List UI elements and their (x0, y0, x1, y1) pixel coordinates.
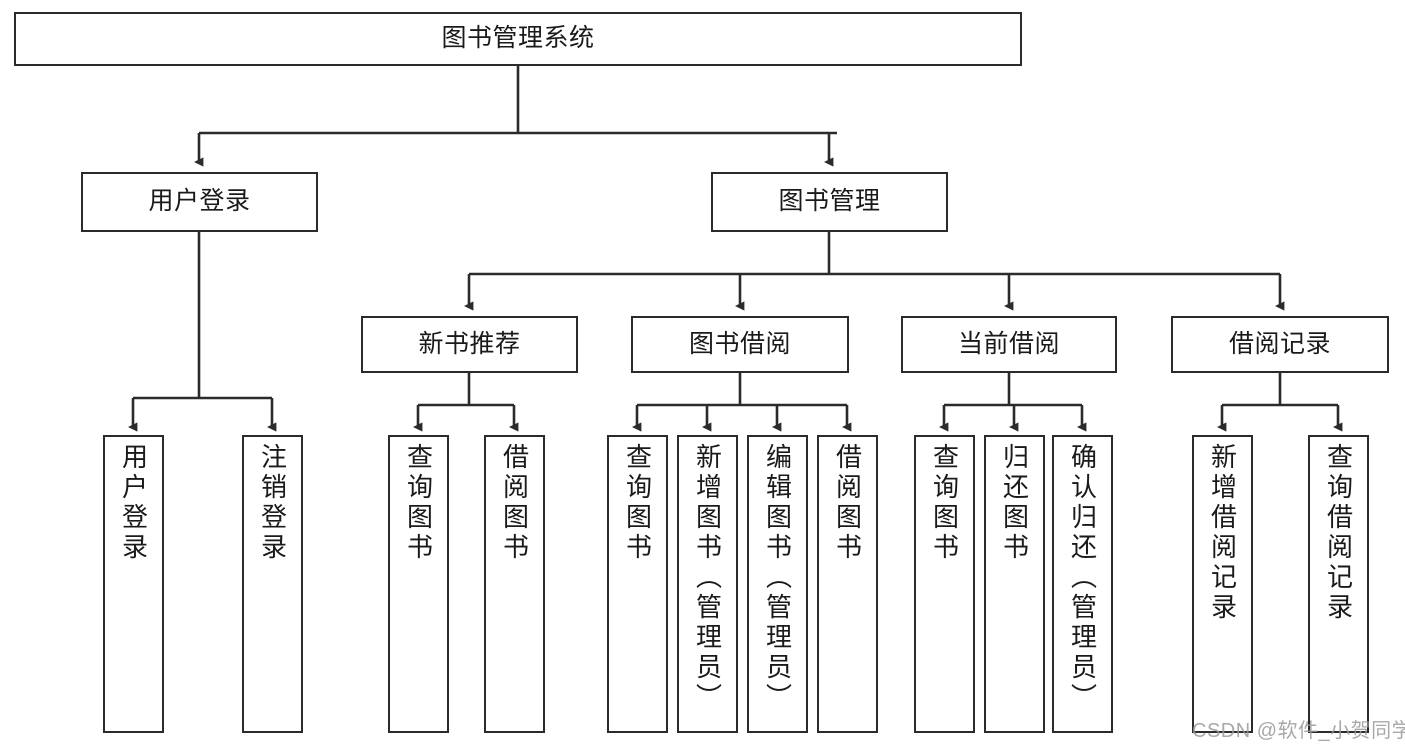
leaf-query-books-borrowing[interactable]: 查询图书 (607, 435, 668, 733)
leaf-add-borrow-record[interactable]: 新增借阅记录 (1192, 435, 1253, 733)
node-label: 借阅图书 (499, 443, 530, 563)
node-book-management[interactable]: 图书管理 (711, 172, 948, 232)
leaf-query-books-current[interactable]: 查询图书 (914, 435, 975, 733)
leaf-query-borrow-record[interactable]: 查询借阅记录 (1308, 435, 1369, 733)
node-label: 新增借阅记录 (1207, 443, 1238, 623)
node-new-book-recommendation[interactable]: 新书推荐 (361, 316, 578, 373)
node-label: 查询图书 (403, 443, 434, 563)
node-label: 新书推荐 (418, 329, 521, 358)
node-label: 图书管理 (778, 187, 881, 216)
leaf-borrow-books-borrowing[interactable]: 借阅图书 (817, 435, 878, 733)
node-label: 图书管理系统 (441, 24, 595, 53)
node-label: 注销登录 (257, 443, 288, 563)
node-root-book-management-system[interactable]: 图书管理系统 (14, 12, 1022, 66)
leaf-borrow-books-recommendation[interactable]: 借阅图书 (484, 435, 545, 733)
node-book-borrowing[interactable]: 图书借阅 (631, 316, 849, 373)
node-label: 借阅图书 (832, 443, 863, 563)
node-label: 借阅记录 (1228, 329, 1331, 358)
node-label: 用户登录 (118, 443, 149, 563)
node-label: 用户登录 (148, 187, 251, 216)
node-current-borrowing[interactable]: 当前借阅 (901, 316, 1117, 373)
leaf-add-book-admin[interactable]: 新增图书（管理员） (677, 435, 738, 733)
node-label: 新增图书（管理员） (692, 443, 723, 713)
csdn-watermark: CSDN @软件_小贺同学 (1192, 720, 1405, 742)
node-label: 归还图书 (999, 443, 1030, 563)
node-borrowing-records[interactable]: 借阅记录 (1171, 316, 1389, 373)
node-label: 图书借阅 (688, 329, 791, 358)
leaf-edit-book-admin[interactable]: 编辑图书（管理员） (747, 435, 808, 733)
leaf-confirm-return-admin[interactable]: 确认归还（管理员） (1052, 435, 1113, 733)
leaf-query-books-recommendation[interactable]: 查询图书 (388, 435, 449, 733)
leaf-logout[interactable]: 注销登录 (242, 435, 303, 733)
node-label: 查询借阅记录 (1323, 443, 1354, 623)
node-label: 当前借阅 (957, 329, 1060, 358)
node-label: 查询图书 (622, 443, 653, 563)
node-user-login[interactable]: 用户登录 (81, 172, 318, 232)
leaf-user-login[interactable]: 用户登录 (103, 435, 164, 733)
node-label: 确认归还（管理员） (1067, 443, 1098, 713)
node-label: 编辑图书（管理员） (762, 443, 793, 713)
leaf-return-books[interactable]: 归还图书 (984, 435, 1045, 733)
node-label: 查询图书 (929, 443, 960, 563)
